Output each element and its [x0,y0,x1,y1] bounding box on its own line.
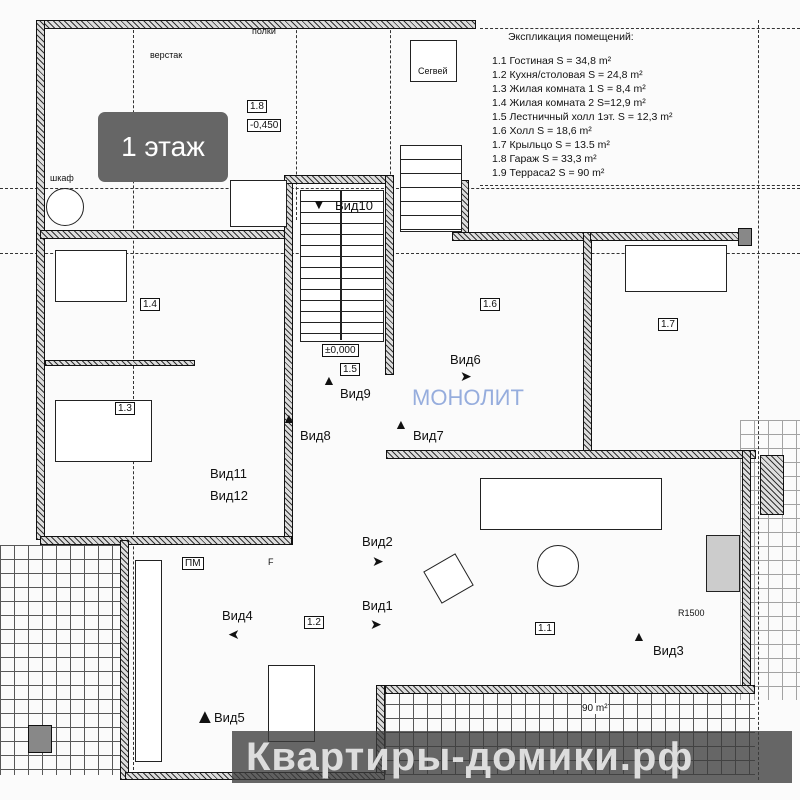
terrace-area-label: 90 m² [582,703,608,714]
level-mark: -0,450 [247,119,282,132]
view-label: Вид8 [300,428,331,443]
wall [45,360,195,366]
wall [452,232,592,241]
legend-item: 1.5 Лестничный холл 1эт. S = 12,3 m² [492,111,673,123]
wall [36,20,45,540]
room-number: 1.2 [304,616,324,629]
pm-label: ПМ [182,557,204,570]
legend-item: 1.7 Крыльцо S = 13.5 m² [492,139,610,151]
radius-label: R1500 [678,608,705,618]
view-arrow-icon: ➤ [370,616,382,632]
legend-item: 1.9 Терраса2 S = 90 m² [492,167,605,179]
wall [385,685,755,694]
f-label: F [268,557,274,567]
wall [40,230,290,239]
view-arrow-icon: ▲ [632,628,646,644]
view-arrow-icon: ▲ [394,416,408,432]
room-number: 1.4 [140,298,160,311]
room-number: 1.7 [658,318,678,331]
legend-item: 1.4 Жилая комната 2 S=12,9 m² [492,97,646,109]
legend-item: 1.3 Жилая комната 1 S = 8,4 m² [492,83,646,95]
garage-stairs [400,145,462,232]
view-label: Вид5 [214,710,245,725]
view-arrow-icon: ▲ [282,410,296,426]
view-label: Вид2 [362,534,393,549]
view-label: Вид7 [413,428,444,443]
view-label: Вид11 [210,466,248,481]
view-arrow-icon: ➤ [460,368,472,384]
wall [120,540,129,780]
room-number: 1.6 [480,298,500,311]
view-label: Вид10 [335,198,373,213]
bed [625,245,727,292]
segway-label: Сегвей [418,66,448,76]
axis-line [390,20,391,220]
view-arrow-icon: ▲ [322,372,336,388]
legend-item: 1.1 Гостиная S = 34,8 m² [492,55,612,67]
room-number: 1.3 [115,402,135,415]
view-label: Вид12 [210,488,248,503]
workbench-label: верстак [150,50,183,60]
wardrobe-circle [46,188,84,226]
wardrobe-label: шкаф [50,173,74,183]
wall [386,450,756,459]
monolit-watermark: МОНОЛИТ [412,385,524,410]
floor-badge: 1 этаж [98,112,228,182]
view-label: Вид4 [222,608,253,623]
room-number: 1.5 [340,363,360,376]
wall [284,175,394,184]
wall [385,175,394,375]
car-space [230,180,287,227]
dining-table [268,665,315,742]
axis-line [758,20,759,780]
view-arrow-icon: ➤ [372,553,384,569]
room-number: 1.1 [535,622,555,635]
fireplace [706,535,740,592]
column [28,725,52,753]
axis-line [480,28,800,29]
view-label: Вид9 [340,386,371,401]
wall [590,232,750,241]
axis-line [480,185,800,186]
shelves-label: полки [252,26,276,36]
round-table [537,545,579,587]
wall [40,536,292,545]
view-arrow-icon: ▼ [312,196,326,212]
axis-line [296,20,297,220]
legend-item: 1.6 Холл S = 18,6 m² [492,125,592,137]
armchair [423,553,474,604]
terrace-grid-left [0,545,122,775]
room-number: 1.8 [247,100,267,113]
stair-divider [340,190,342,340]
axis-line [0,253,800,254]
kitchen-counter [135,560,162,762]
view-label: Вид6 [450,352,481,367]
site-watermark: Квартиры-домики.рф [232,731,792,783]
legend-item: 1.8 Гараж S = 33,3 m² [492,153,597,165]
wall [284,175,293,545]
legend-item: 1.2 Кухня/столовая S = 24,8 m² [492,69,643,81]
column [738,228,752,246]
level-mark: ±0,000 [322,344,359,357]
view-label: Вид1 [362,598,393,613]
bed [55,250,127,302]
view-arrow-icon: ▲ [195,706,215,728]
legend-title: Экспликация помещений: [508,31,634,43]
wall [760,455,784,515]
view-label: Вид3 [653,643,684,658]
bed [55,400,152,462]
wall [742,450,751,690]
room-legend: Экспликация помещений: 1.1 Гостиная S = … [492,30,673,180]
segway-box [410,40,457,82]
sofa [480,478,662,530]
wall [583,232,592,452]
view-arrow-icon: ➤ [228,626,240,642]
staircase [300,190,384,342]
